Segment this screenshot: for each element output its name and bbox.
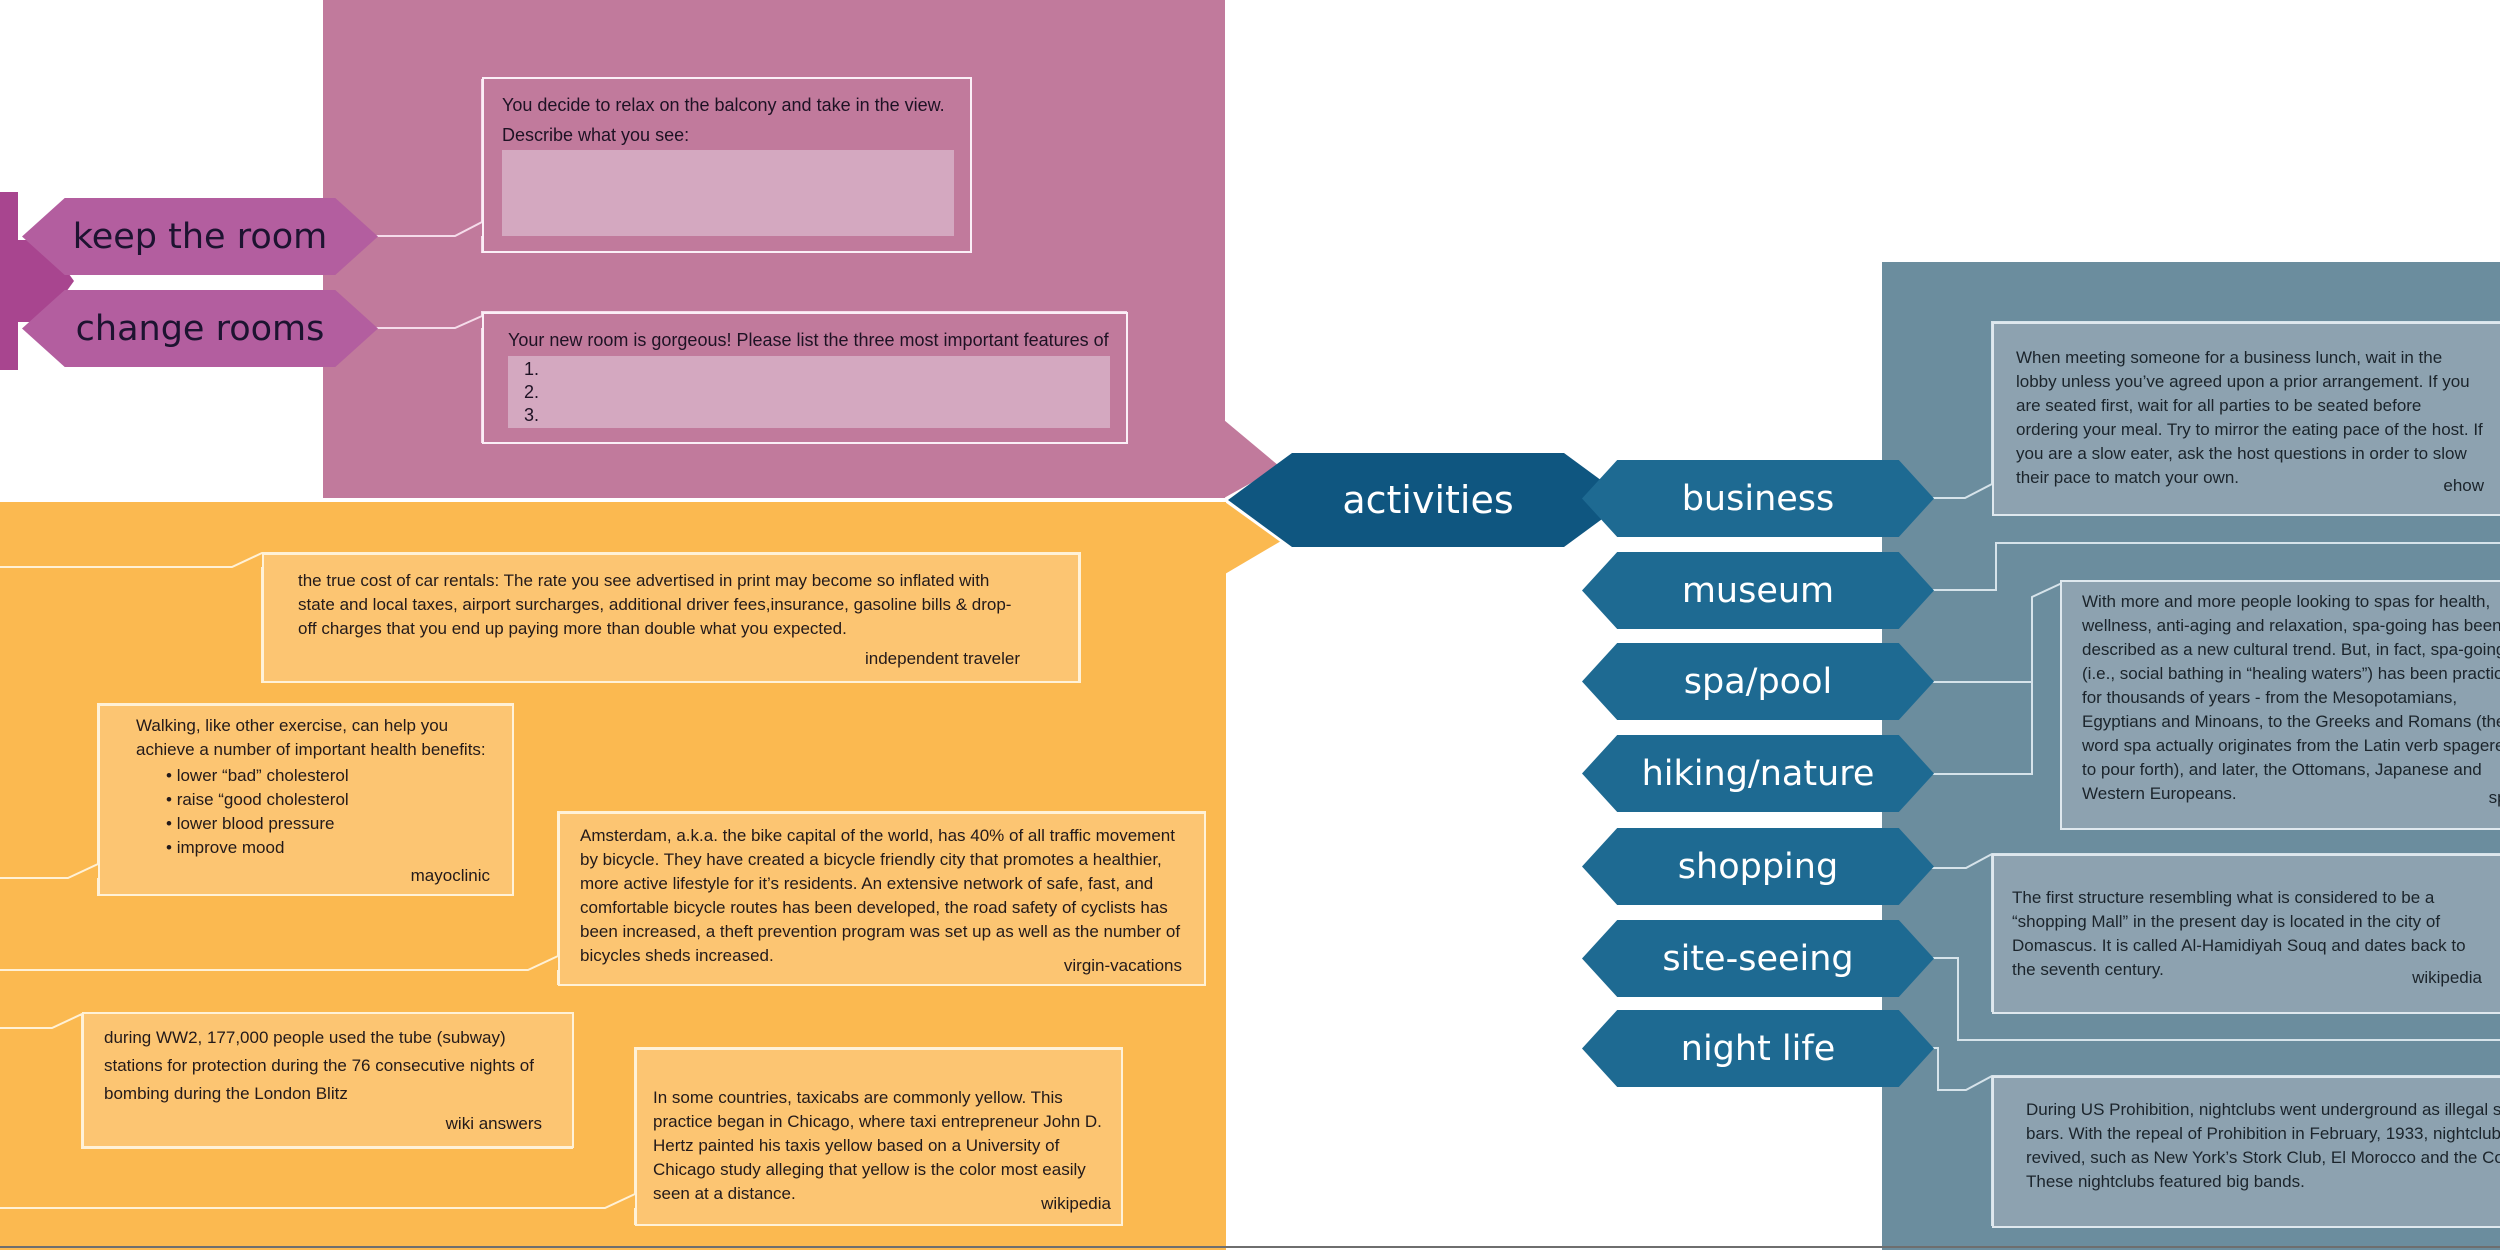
spa-source: spa [2488,788,2500,807]
walking-source: mayoclinic [410,866,490,885]
branch-shopping[interactable]: shopping [1582,828,1934,905]
card-taxicabs: In some countries, taxicabs are commonly… [635,1048,1123,1226]
feature-3: 3. [524,405,540,425]
balcony-description-input[interactable] [502,150,954,236]
branch-museum[interactable]: museum [1582,552,1934,629]
walking-benefits: lower “bad” cholesterol raise “good chol… [136,764,492,860]
ww2-text: during WW2, 177,000 people used the tube… [104,1028,534,1103]
branch-spa-pool[interactable]: spa/pool [1582,643,1934,720]
card-shopping-mall: The first structure resembling what is c… [1992,854,2500,1014]
feature-1: 1. [524,359,540,379]
branch-keep-the-room[interactable]: keep the room [22,198,378,275]
walking-intro: Walking, like other exercise, can help y… [136,716,486,759]
card-car-rentals: the true cost of car rentals: The rate y… [262,553,1080,683]
branch-business[interactable]: business [1582,460,1934,537]
business-text: When meeting someone for a business lunc… [2016,348,2483,487]
car-source: independent traveler [864,649,1020,668]
mall-text: The first structure resembling what is c… [2012,888,2466,979]
benefit-item: lower blood pressure [166,812,492,836]
ww2-source: wiki answers [445,1114,542,1133]
card-ww2: during WW2, 177,000 people used the tube… [82,1012,574,1148]
center-node-activities[interactable]: activities [1228,453,1628,547]
card-amsterdam: Amsterdam, a.k.a. the bike capital of th… [558,812,1206,986]
branch-hiking-nature[interactable]: hiking/nature [1582,735,1934,812]
amsterdam-text: Amsterdam, a.k.a. the bike capital of th… [580,826,1181,965]
mall-source: wikipedia [2412,968,2482,987]
taxi-source: wikipedia [1041,1194,1111,1213]
benefit-item: lower “bad” cholesterol [166,764,492,788]
branch-night-life[interactable]: night life [1582,1010,1934,1087]
branch-site-seeing[interactable]: site-seeing [1582,920,1934,997]
balcony-line2: Describe what you see: [502,125,690,145]
spa-text: With more and more people looking to spa… [2082,592,2500,803]
business-source: ehow [2443,476,2484,495]
card-spa: With more and more people looking to spa… [2060,580,2500,830]
amsterdam-source: virgin-vacations [1063,956,1182,975]
car-text: the true cost of car rentals: The rate y… [298,571,1012,638]
card-nightclubs: During US Prohibition, nightclubs went u… [1992,1076,2500,1228]
bottom-rule [0,1246,2500,1248]
card-business-lunch: When meeting someone for a business lunc… [1992,322,2500,516]
benefit-item: improve mood [166,836,492,860]
balcony-line1: You decide to relax on the balcony and t… [502,95,945,115]
room-features-list[interactable]: 1. 2. 3. [508,356,1110,428]
taxi-text: In some countries, taxicabs are commonly… [653,1088,1102,1203]
benefit-item: raise “good cholesterol [166,788,492,812]
card-walking: Walking, like other exercise, can help y… [98,704,514,896]
branch-change-rooms[interactable]: change rooms [22,290,378,367]
night-text: During US Prohibition, nightclubs went u… [2026,1100,2500,1191]
feature-2: 2. [524,382,540,402]
